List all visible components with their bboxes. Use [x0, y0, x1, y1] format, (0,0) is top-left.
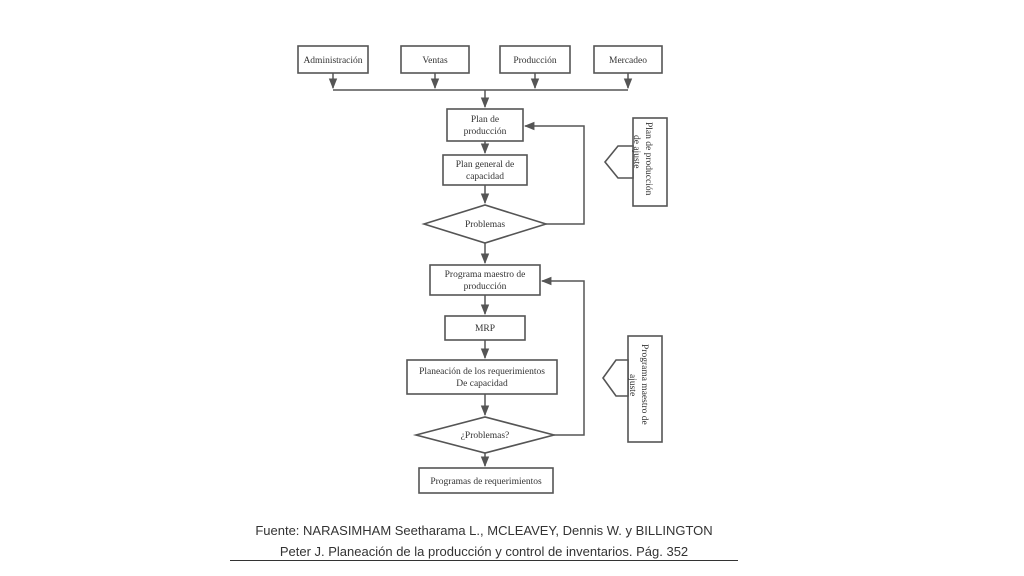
source-caption-line1: Fuente: NARASIMHAM Seetharama L., MCLEAV… — [255, 523, 713, 538]
svg-text:¿Problemas?: ¿Problemas? — [461, 431, 510, 441]
problemas-decision-2: ¿Problemas? — [412, 416, 558, 454]
programa-maestro-ajuste-box: Programa maestro de ajuste — [602, 335, 663, 443]
svg-text:Ventas: Ventas — [422, 56, 448, 66]
svg-text:Planeación de los requerimient: Planeación de los requerimientos — [419, 367, 545, 377]
svg-text:Programa maestro de: Programa maestro de — [445, 270, 526, 280]
svg-text:producción: producción — [464, 282, 507, 292]
svg-text:Programas de requerimientos: Programas de requerimientos — [430, 477, 542, 487]
dept-connectors — [328, 73, 633, 109]
feedback-loop-2 — [540, 276, 585, 436]
dept-ventas: Ventas — [400, 45, 470, 74]
svg-text:ajuste: ajuste — [627, 374, 637, 396]
plan-produccion-box: Plan de producción — [446, 108, 524, 142]
feedback-loop-1 — [523, 121, 585, 225]
plan-produccion-ajuste-box: Plan de producción de ajuste — [603, 117, 668, 207]
dept-produccion: Producción — [499, 45, 571, 74]
svg-text:Plan general de: Plan general de — [456, 160, 515, 170]
programa-maestro-box: Programa maestro de producción — [429, 264, 541, 296]
dept-administracion: Administración — [297, 45, 369, 74]
svg-text:Administración: Administración — [303, 56, 362, 66]
planeacion-requerimientos-box: Planeación de los requerimientos De capa… — [406, 359, 558, 395]
plan-general-capacidad-box: Plan general de capacidad — [442, 154, 528, 186]
svg-text:De capacidad: De capacidad — [456, 379, 508, 389]
svg-text:de ajuste: de ajuste — [631, 135, 641, 169]
svg-text:producción: producción — [464, 127, 507, 137]
svg-text:MRP: MRP — [475, 324, 495, 334]
svg-text:Mercadeo: Mercadeo — [609, 56, 647, 66]
svg-text:Producción: Producción — [513, 56, 557, 66]
programas-requerimientos-box: Programas de requerimientos — [418, 467, 554, 494]
svg-text:Plan de: Plan de — [471, 115, 499, 125]
svg-text:Problemas: Problemas — [465, 220, 505, 230]
dept-mercadeo: Mercadeo — [593, 45, 663, 74]
svg-text:capacidad: capacidad — [466, 172, 504, 182]
svg-text:Plan de producción: Plan de producción — [643, 122, 653, 196]
svg-text:Programa maestro de: Programa maestro de — [639, 344, 649, 425]
source-caption-line2: Peter J. Planeación de la producción y c… — [230, 544, 738, 561]
mrp-box: MRP — [444, 315, 526, 341]
problemas-decision: Problemas — [421, 204, 549, 244]
